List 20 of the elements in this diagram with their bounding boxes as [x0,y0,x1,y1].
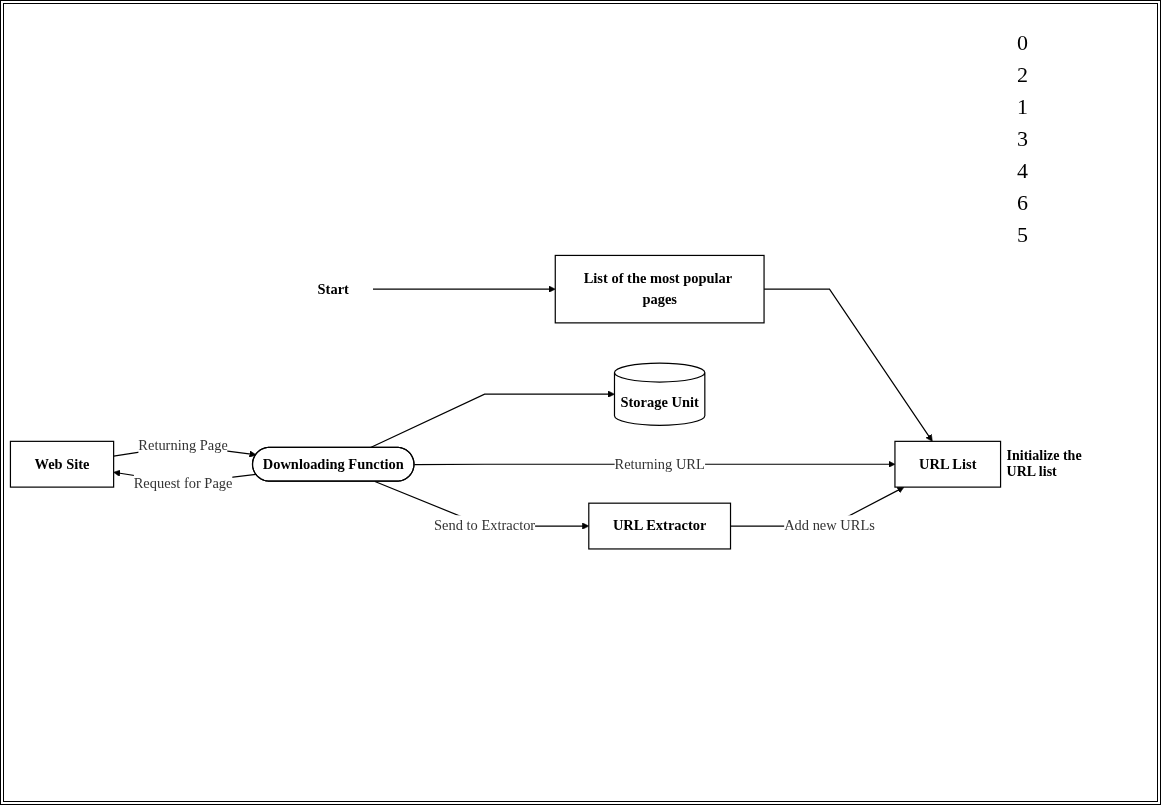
step-number: 0 [1017,30,1029,56]
node-text: Start [317,281,349,298]
step-number: 4 [1017,158,1029,184]
step-number: 2 [1017,62,1029,88]
step-number: 5 [1017,222,1029,248]
node-box: List of the most popular pages [554,255,765,324]
edge-label: Returning URL [614,456,705,473]
edge-label: Send to Extractor [434,517,536,535]
node-box: URL List [894,441,1002,489]
step-number: 1 [1017,94,1029,120]
arrow [372,285,556,293]
arrow [369,390,615,449]
edge-label: Request for Page [133,474,233,492]
step-number: 3 [1017,126,1029,152]
node-note: Initialize the URL list [1006,447,1083,482]
edge-label: Add new URLs [784,517,875,535]
edge-label: Returning Page [138,437,228,454]
node-box: URL Extractor [588,502,732,550]
step-number: 6 [1017,190,1029,216]
node-box: Web Site [9,441,115,489]
